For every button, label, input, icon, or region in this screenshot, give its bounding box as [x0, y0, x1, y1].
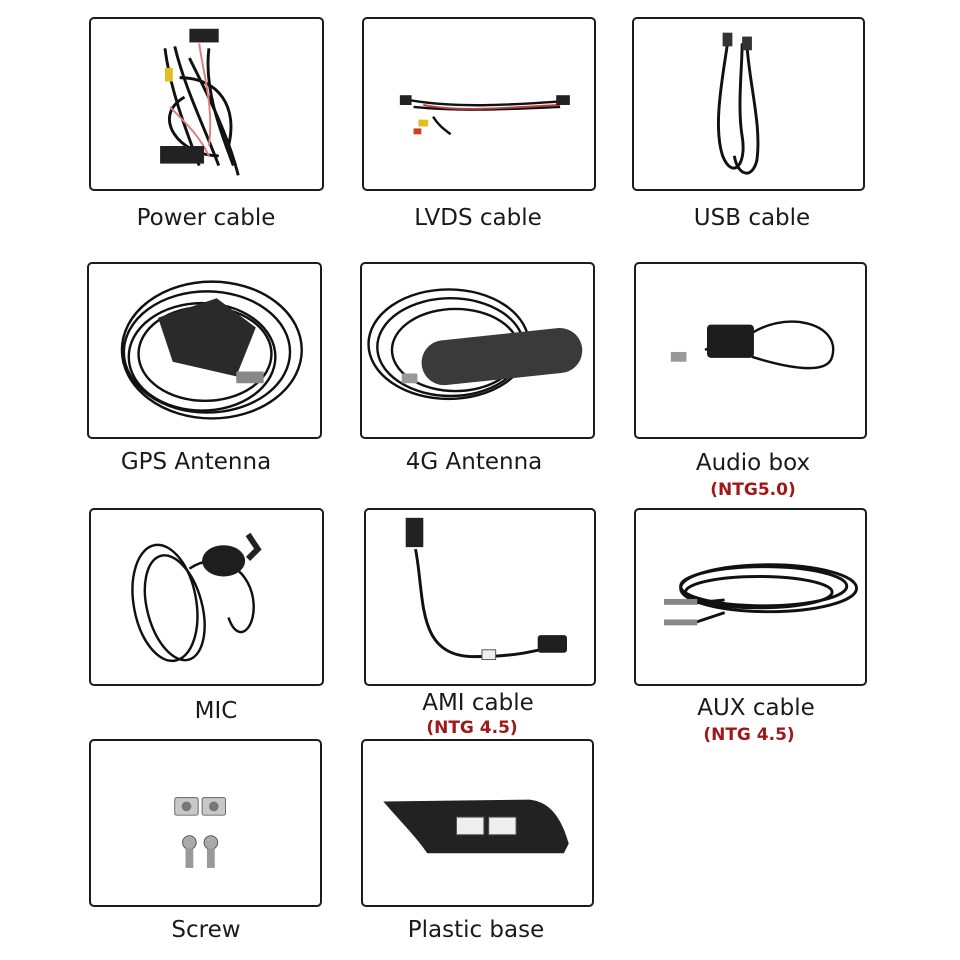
item-note: (NTG5.0) [710, 480, 796, 500]
aux-cable-image [663, 563, 859, 626]
gps-antenna-image [120, 280, 303, 420]
power-cable-card [89, 17, 324, 191]
aux-cable-card [634, 508, 867, 686]
lvds-cable-image [399, 95, 570, 136]
item-label: 4G Antenna [405, 449, 543, 475]
plastic-base-image [383, 799, 569, 854]
item-label: MIC [194, 698, 238, 724]
usb-cable-card [632, 17, 865, 191]
ami-cable-image [405, 517, 567, 661]
item-note: (NTG 4.5) [703, 725, 795, 745]
item-label: Screw [171, 917, 241, 943]
mic-card [89, 508, 324, 686]
screw-image [174, 797, 226, 868]
screw-card [89, 739, 322, 907]
item-label: USB cable [693, 205, 811, 231]
item-label: GPS Antenna [120, 449, 272, 475]
lvds-cable-card [362, 17, 596, 191]
item-note: (NTG 4.5) [426, 718, 518, 738]
gps-antenna-card [87, 262, 322, 439]
4g-antenna-card [360, 262, 595, 439]
ami-cable-card [364, 508, 596, 686]
mic-image [131, 532, 262, 663]
item-label: Audio box [695, 450, 811, 476]
audio-box-card [634, 262, 867, 439]
item-label: Plastic base [407, 917, 545, 943]
item-label: AUX cable [697, 695, 815, 721]
item-label: Power cable [136, 205, 276, 231]
item-label: AMI cable [422, 690, 534, 716]
plastic-base-card [361, 739, 594, 907]
item-label: LVDS cable [414, 205, 542, 231]
power-cable-image [160, 28, 240, 176]
4g-antenna-image [367, 288, 583, 401]
usb-cable-image [717, 32, 760, 175]
audio-box-image [670, 320, 835, 370]
